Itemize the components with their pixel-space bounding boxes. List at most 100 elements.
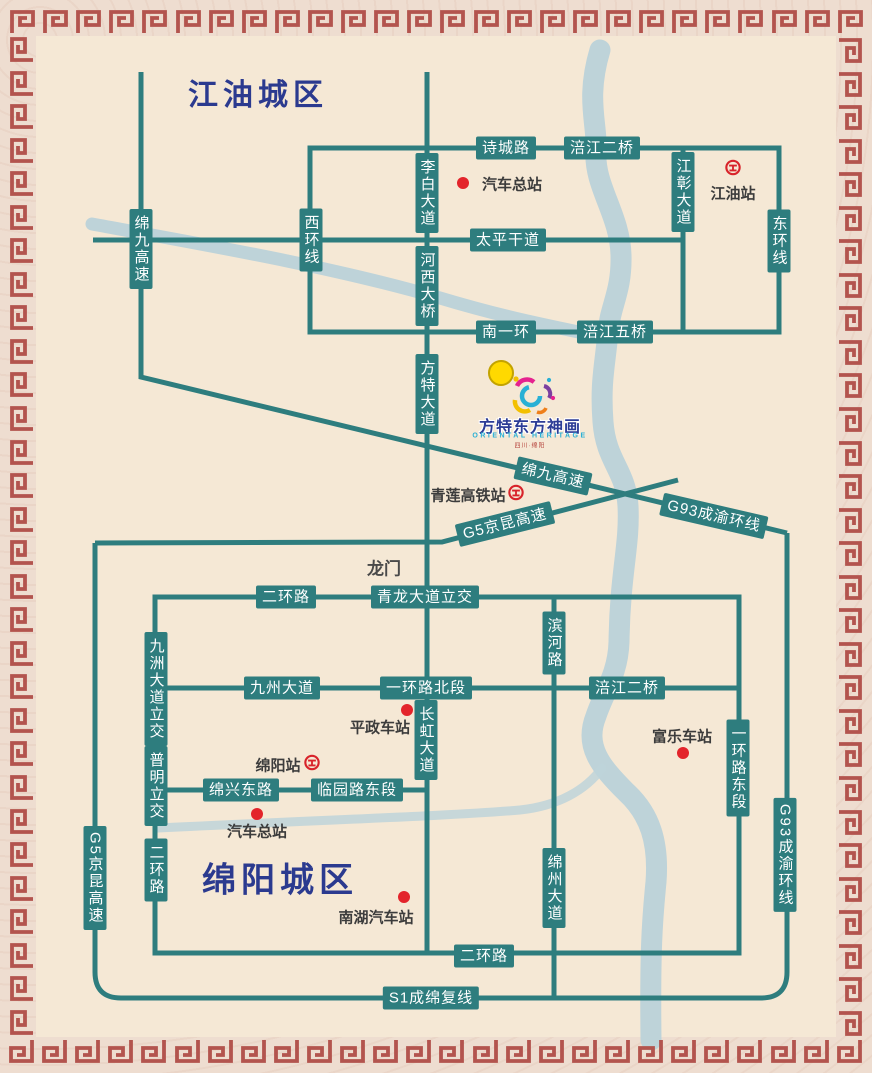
- railway-icon: [304, 754, 321, 776]
- meander-glyph-icon: [839, 943, 862, 969]
- meander-glyph-icon: [10, 372, 33, 398]
- meander-glyph-icon: [10, 137, 33, 163]
- meander-glyph-icon: [240, 1040, 266, 1063]
- meander-glyph-icon: [839, 172, 862, 198]
- meander-glyph-icon: [839, 675, 862, 701]
- meander-glyph-icon: [839, 474, 862, 500]
- meander-glyph-icon: [43, 10, 69, 33]
- road-label: 九洲大道立交: [144, 632, 168, 746]
- meander-glyph-icon: [839, 910, 862, 936]
- bus-station-label: 汽车总站: [226, 823, 288, 841]
- meander-glyph-icon: [837, 10, 863, 33]
- meander-glyph-icon: [341, 10, 366, 33]
- map-note: 龙门: [367, 559, 401, 579]
- road-label: 一环路北段: [379, 676, 473, 700]
- meander-glyph-icon: [10, 875, 33, 901]
- bus-station-dot: [457, 177, 469, 189]
- meander-glyph-icon: [10, 70, 33, 96]
- meander-glyph-icon: [839, 541, 862, 567]
- road-label: 长虹大道: [414, 700, 438, 780]
- meander-glyph-icon: [705, 10, 731, 33]
- meander-glyph-icon: [572, 10, 598, 33]
- road-label: 二环路: [453, 944, 515, 968]
- meander-glyph-icon: [672, 10, 698, 33]
- border-strip: [8, 36, 36, 1037]
- meander-glyph-icon: [839, 1010, 862, 1036]
- meander-glyph-icon: [839, 407, 862, 432]
- bus-station-label: 汽车总站: [481, 176, 543, 194]
- meander-glyph-icon: [839, 71, 862, 97]
- meander-glyph-icon: [839, 239, 862, 265]
- meander-glyph-icon: [10, 775, 33, 800]
- meander-glyph-icon: [839, 709, 862, 734]
- meander-glyph-icon: [839, 876, 862, 902]
- meander-glyph-icon: [207, 1040, 233, 1063]
- meander-glyph-icon: [839, 272, 862, 298]
- bus-station-label: 富乐车站: [651, 728, 713, 746]
- meander-glyph-icon: [804, 10, 830, 33]
- park-marker-icon: [488, 360, 514, 386]
- meander-glyph-icon: [10, 842, 33, 868]
- meander-glyph-icon: [472, 1040, 498, 1063]
- meander-glyph-icon: [10, 37, 33, 62]
- road-label: 江彰大道: [671, 152, 695, 232]
- meander-glyph-icon: [571, 1040, 597, 1063]
- meander-glyph-icon: [108, 1040, 134, 1063]
- city-title: 绵阳城区: [202, 861, 358, 900]
- meander-glyph-icon: [273, 1040, 299, 1063]
- meander-glyph-icon: [839, 138, 862, 164]
- road-label: 西环线: [299, 208, 323, 272]
- meander-glyph-icon: [839, 809, 862, 835]
- bus-station-dot: [251, 808, 263, 820]
- meander-glyph-icon: [10, 573, 33, 599]
- meander-glyph-icon: [671, 1040, 697, 1063]
- meander-glyph-icon: [10, 708, 33, 733]
- meander-glyph-icon: [10, 10, 35, 33]
- road-label: 李白大道: [415, 153, 439, 233]
- meander-glyph-icon: [771, 10, 797, 33]
- meander-glyph-icon: [738, 10, 764, 33]
- meander-glyph-icon: [839, 205, 862, 231]
- road-label: 太平干道: [469, 228, 547, 252]
- road-label: G93成渝环线: [773, 797, 797, 913]
- meander-glyph-icon: [606, 10, 631, 33]
- bus-station-dot: [398, 891, 410, 903]
- meander-glyph-icon: [274, 10, 300, 33]
- road-label: 涪江二桥: [563, 136, 641, 160]
- park-logo-subtitle: ORIENTAL HERITAGE: [472, 432, 588, 440]
- meander-glyph-icon: [10, 171, 33, 197]
- meander-glyph-icon: [10, 674, 33, 700]
- railway-icon: [725, 159, 742, 181]
- meander-glyph-icon: [439, 1040, 465, 1063]
- meander-glyph-icon: [10, 305, 33, 331]
- meander-glyph-icon: [839, 742, 862, 768]
- meander-glyph-icon: [10, 909, 33, 935]
- meander-glyph-icon: [473, 10, 499, 33]
- meander-glyph-icon: [308, 10, 333, 33]
- meander-glyph-icon: [10, 506, 33, 532]
- meander-glyph-icon: [839, 776, 862, 801]
- border-strip: [8, 1037, 864, 1065]
- meander-glyph-icon: [10, 473, 33, 499]
- meander-glyph-icon: [10, 976, 33, 1002]
- road-label: 临园路东段: [310, 778, 404, 802]
- bus-station-label: 南湖汽车站: [338, 909, 414, 927]
- meander-glyph-icon: [839, 306, 862, 332]
- meander-glyph-icon: [10, 942, 33, 968]
- meander-glyph-icon: [839, 608, 862, 634]
- meander-glyph-icon: [42, 1040, 68, 1063]
- meander-glyph-icon: [10, 808, 33, 834]
- meander-glyph-icon: [506, 10, 532, 33]
- meander-glyph-icon: [10, 204, 33, 230]
- meander-glyph-icon: [839, 977, 862, 1003]
- meander-glyph-icon: [839, 440, 862, 466]
- road-label: 河西大桥: [415, 246, 439, 326]
- meander-glyph-icon: [839, 843, 862, 869]
- meander-glyph-icon: [208, 10, 234, 33]
- meander-glyph-icon: [803, 1040, 829, 1063]
- meander-glyph-icon: [10, 238, 33, 264]
- meander-glyph-icon: [639, 10, 664, 33]
- meander-glyph-icon: [10, 406, 33, 431]
- bus-station-dot: [677, 747, 689, 759]
